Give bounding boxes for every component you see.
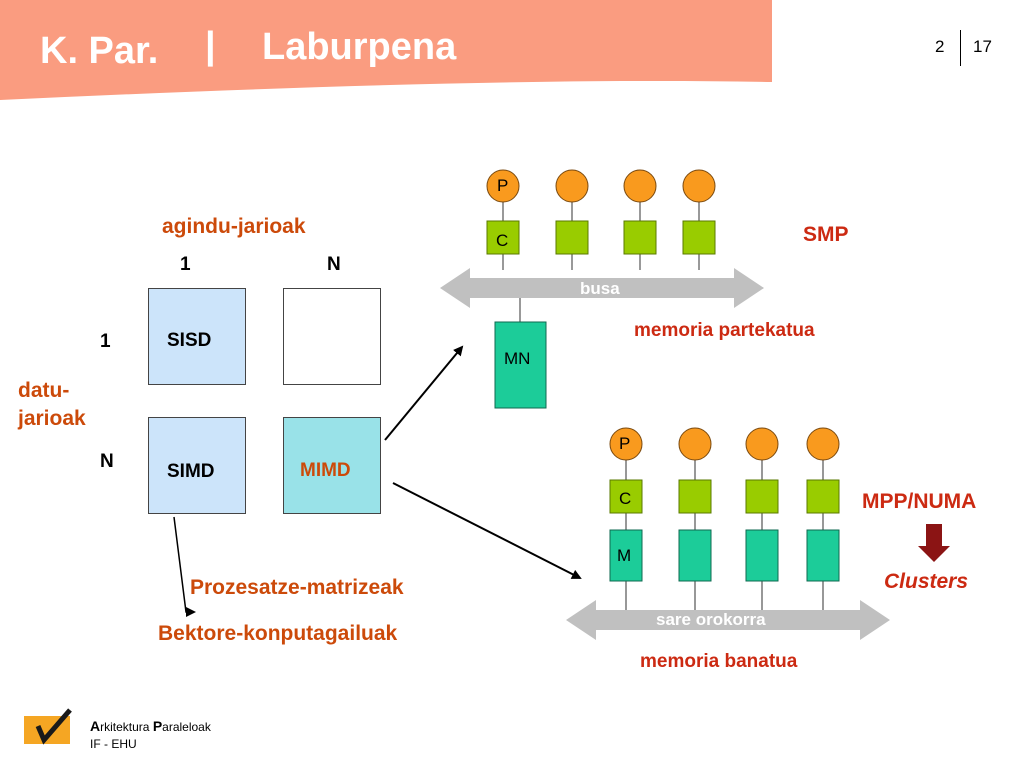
smp-processor-1 [486,169,520,203]
mpp-title: MPP/NUMA [862,490,977,513]
footer-word-p: araleloak [162,720,211,734]
mpp-network-label: sare orokorra [656,610,766,629]
distributed-memory-caption: memoria banatua [640,651,798,672]
simd-box: SIMD [148,417,246,514]
row-label-n: N [100,451,114,472]
mpp-memory-2 [678,529,712,582]
smp-main-memory [494,321,547,409]
mimd-to-smp-arrow [384,345,464,441]
instruction-streams-label: agindu-jarioak [162,215,306,238]
mpp-processor-4 [806,427,840,461]
footer-institution: IF - EHU [90,737,137,751]
mimd-box: MIMD [283,417,381,514]
smp-processor-4 [682,169,716,203]
mpp-memory-4 [806,529,840,582]
sisd-label: SISD [167,330,212,351]
smp-processor-3 [623,169,657,203]
mimd-to-mpp-arrow [392,482,582,579]
mimd-label: MIMD [300,460,351,481]
shared-memory-caption: memoria partekatua [634,320,815,341]
vector-computers-label: Bektore-konputagailuak [158,622,398,645]
mpp-cache-4 [806,479,840,514]
mpp-memory-label: M [617,546,632,565]
col-label-1: 1 [180,254,191,275]
clusters-label: Clusters [884,570,969,593]
mpp-memory-1 [609,529,643,582]
smp-bus-label: busa [580,279,620,298]
smp-title: SMP [803,223,849,246]
footer-title: Arkitektura Paraleloak [90,718,211,734]
page-title: Laburpena [262,26,457,68]
mpp-processor-2 [678,427,712,461]
smp-memory-label: MN [504,349,531,368]
col-label-n: N [327,254,341,275]
footer-initial-a: A [90,718,101,734]
header-course: K. Par. [40,30,159,72]
sisd-box: SISD [148,288,246,385]
misd-box [283,288,381,385]
smp-cache-label: C [496,231,509,250]
simd-notes-connector [173,516,196,617]
row-label-1: 1 [100,331,111,352]
smp-processor-2 [555,169,589,203]
smp-cache-2 [555,220,589,255]
mpp-network [566,600,890,640]
mpp-cache-3 [745,479,779,514]
processing-arrays-label: Prozesatze-matrizeak [190,576,404,599]
smp-cache-1 [486,220,520,255]
footer-initial-p: P [152,718,163,734]
smp-processor-label: P [497,176,509,195]
mpp-memory-3 [745,529,779,582]
smp-bus [440,268,764,308]
mpp-cache-2 [678,479,712,514]
footer-word-a: rkitektura [100,720,153,734]
mpp-processor-label: P [619,434,631,453]
header-separator: | [205,25,216,67]
mpp-processor-3 [745,427,779,461]
mpp-cache-label: C [619,489,632,508]
simd-label: SIMD [167,461,215,482]
down-arrow-icon [918,524,950,562]
smp-cache-4 [682,220,716,255]
smp-cache-3 [623,220,657,255]
checkmark-logo-icon [24,708,72,745]
page-current: 2 [935,37,945,56]
page-total: 17 [973,37,992,56]
mpp-processor-1 [609,427,643,461]
data-streams-label: datu- jarioak [18,379,86,430]
page-divider [960,30,961,66]
mpp-cache-1 [609,479,643,514]
header-band [0,0,772,100]
